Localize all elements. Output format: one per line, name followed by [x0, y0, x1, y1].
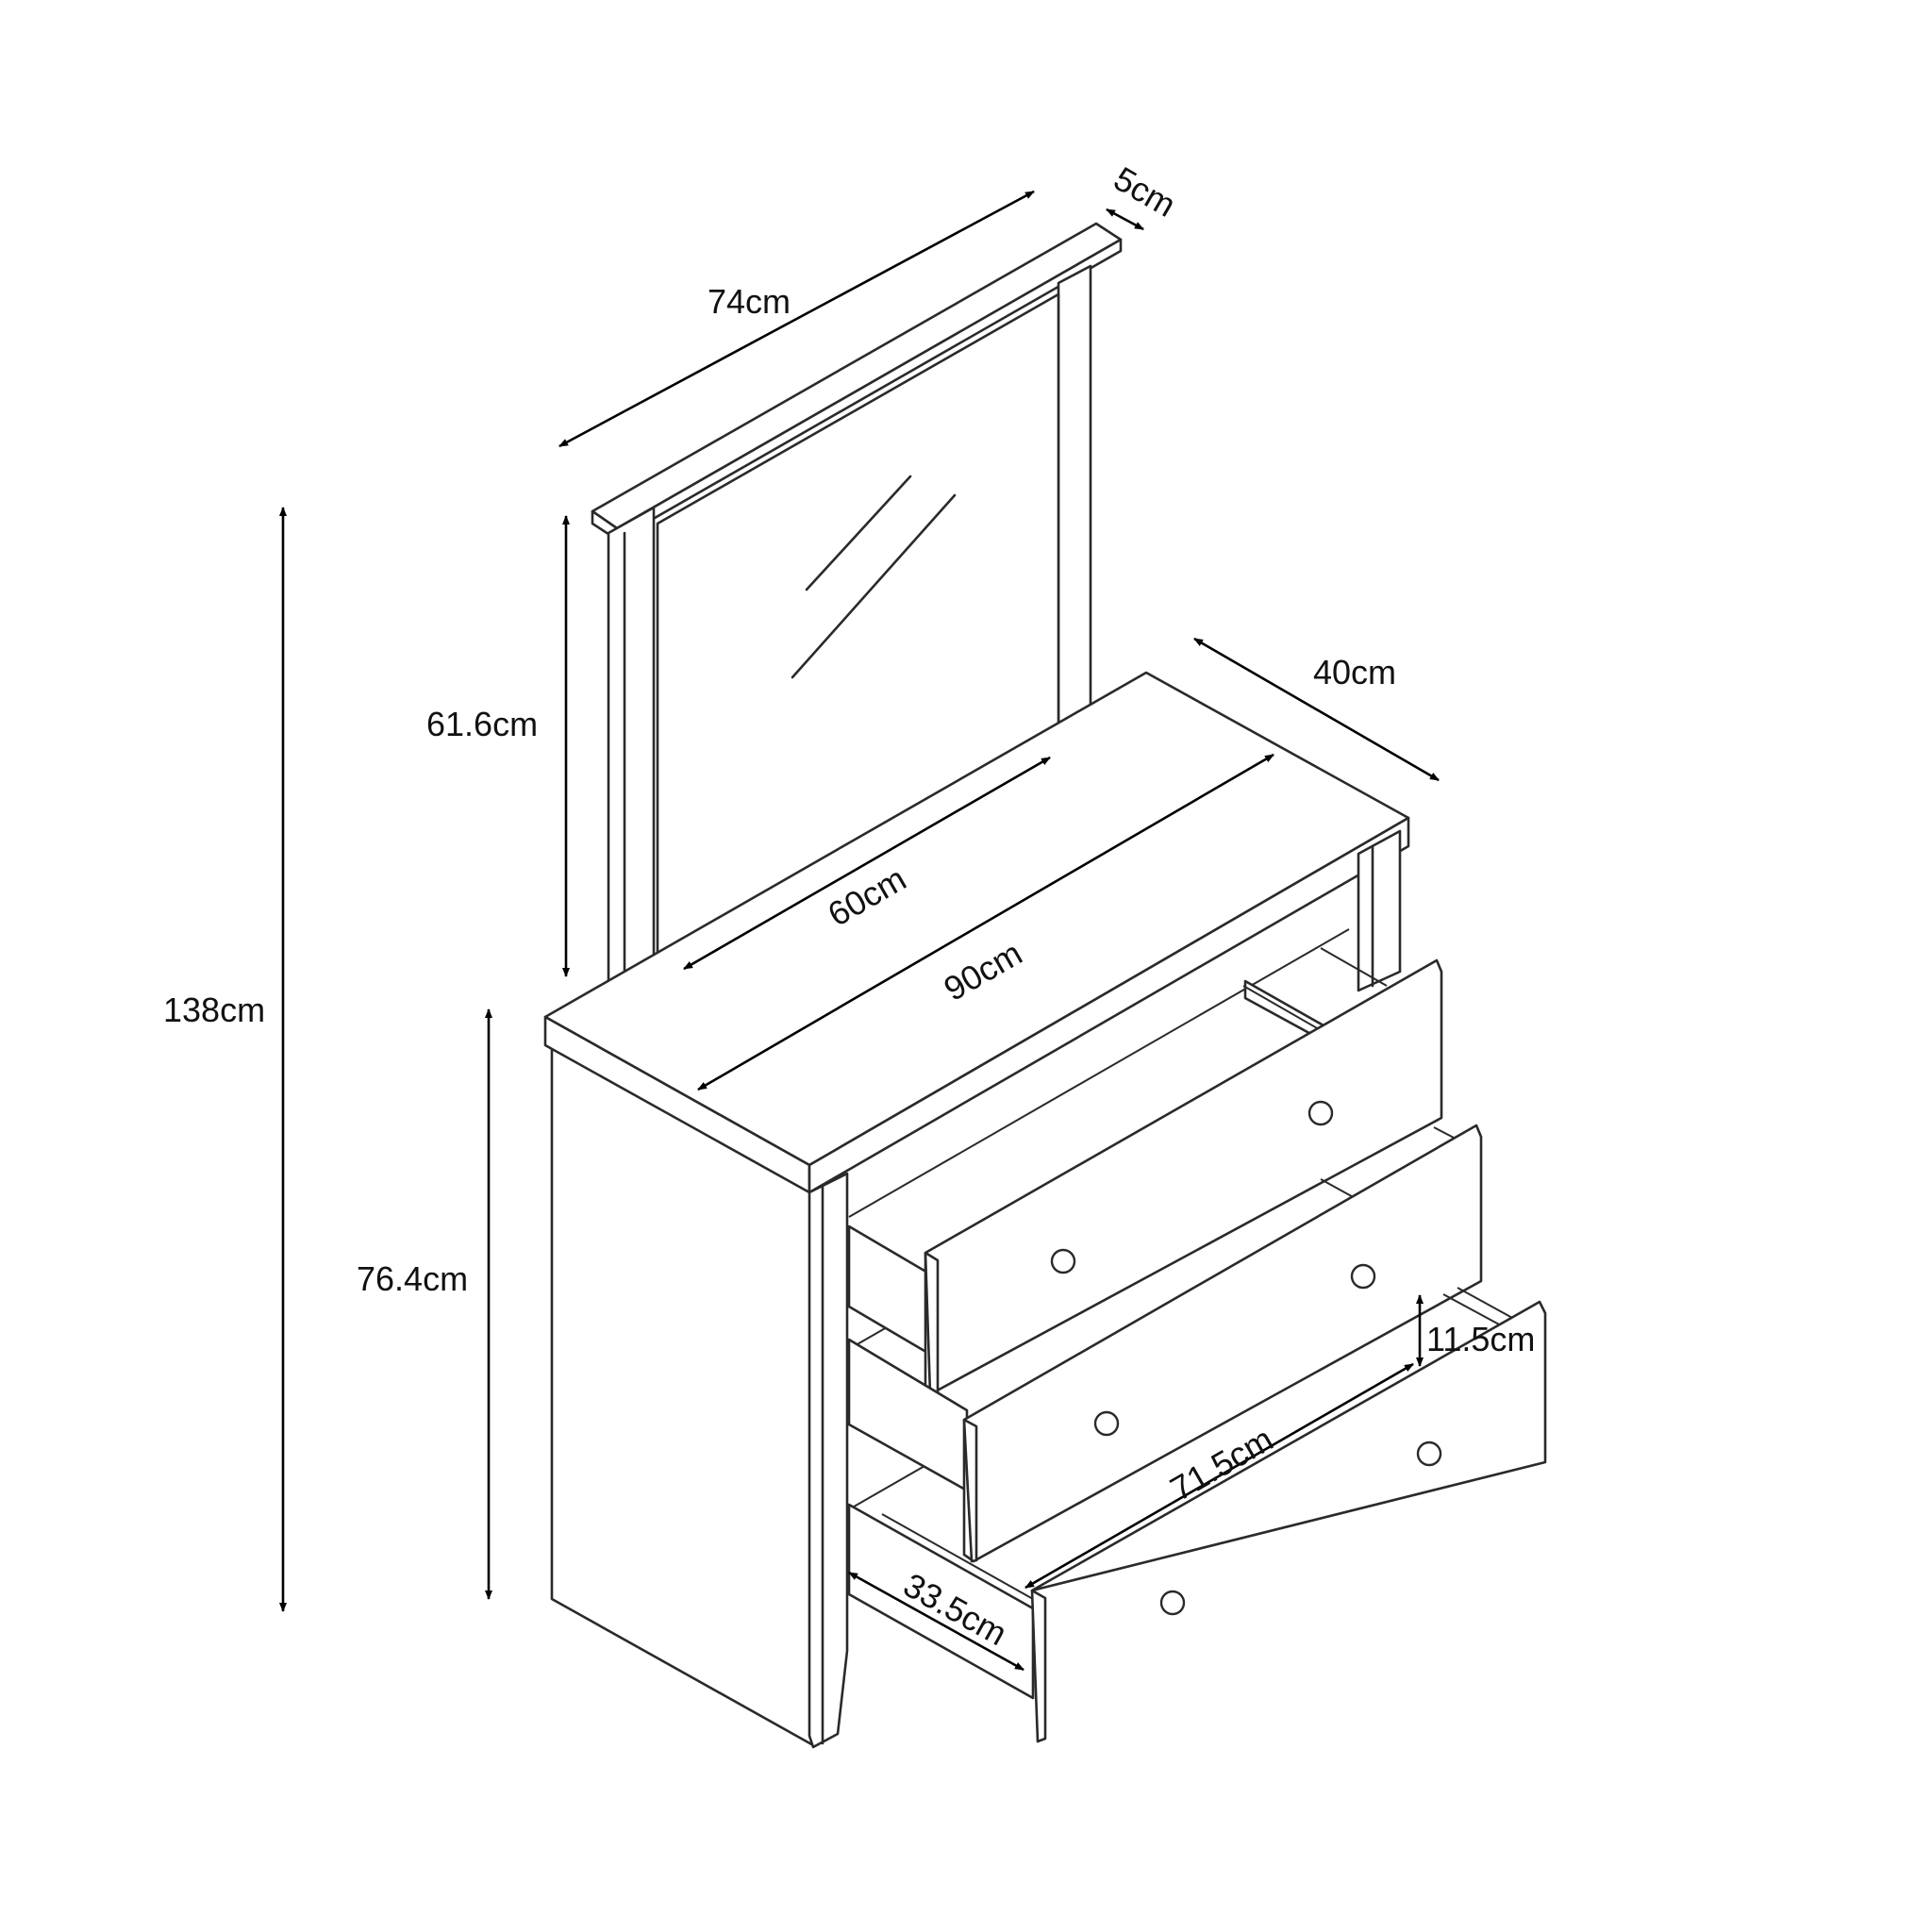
dim-line-depth: [1193, 637, 1440, 782]
label-mirror-width: 74cm: [708, 282, 791, 321]
drawer-top-knob-right[interactable]: [1307, 1100, 1334, 1126]
drawer-top-knob-left[interactable]: [1050, 1248, 1076, 1274]
label-mirror-height: 61.6cm: [426, 705, 538, 743]
dim-line-drawer-width: [1024, 1362, 1414, 1590]
label-depth: 40cm: [1313, 653, 1396, 691]
front-left-leg: [808, 1172, 849, 1749]
glass-reflection-line: [805, 475, 912, 591]
label-drawer-height: 11.5cm: [1426, 1320, 1535, 1358]
label-unit-height: 76.4cm: [357, 1259, 468, 1298]
drawer-top[interactable]: [847, 947, 1443, 1396]
dim-line-mirror-depth: [1106, 208, 1144, 231]
label-total-height: 138cm: [163, 991, 265, 1029]
dimension-lines: [279, 190, 1440, 1672]
drawer-middle-knob-right[interactable]: [1350, 1263, 1376, 1290]
dim-line-drawer-depth: [848, 1571, 1024, 1672]
mirror-left-post: [607, 506, 656, 1000]
dim-line-width: [697, 753, 1274, 1091]
drawer-bottom-knob-right[interactable]: [1416, 1441, 1442, 1467]
drawer-middle-knob-left[interactable]: [1093, 1410, 1120, 1437]
drawer-bottom-knob-left[interactable]: [1159, 1590, 1186, 1616]
glass-reflection-line: [791, 493, 957, 679]
front-right-leg: [1357, 829, 1402, 992]
dim-line-mirror-width: [558, 190, 1035, 448]
mirror-right-post: [1057, 264, 1092, 730]
drawer-top-left-side: [847, 1224, 931, 1356]
